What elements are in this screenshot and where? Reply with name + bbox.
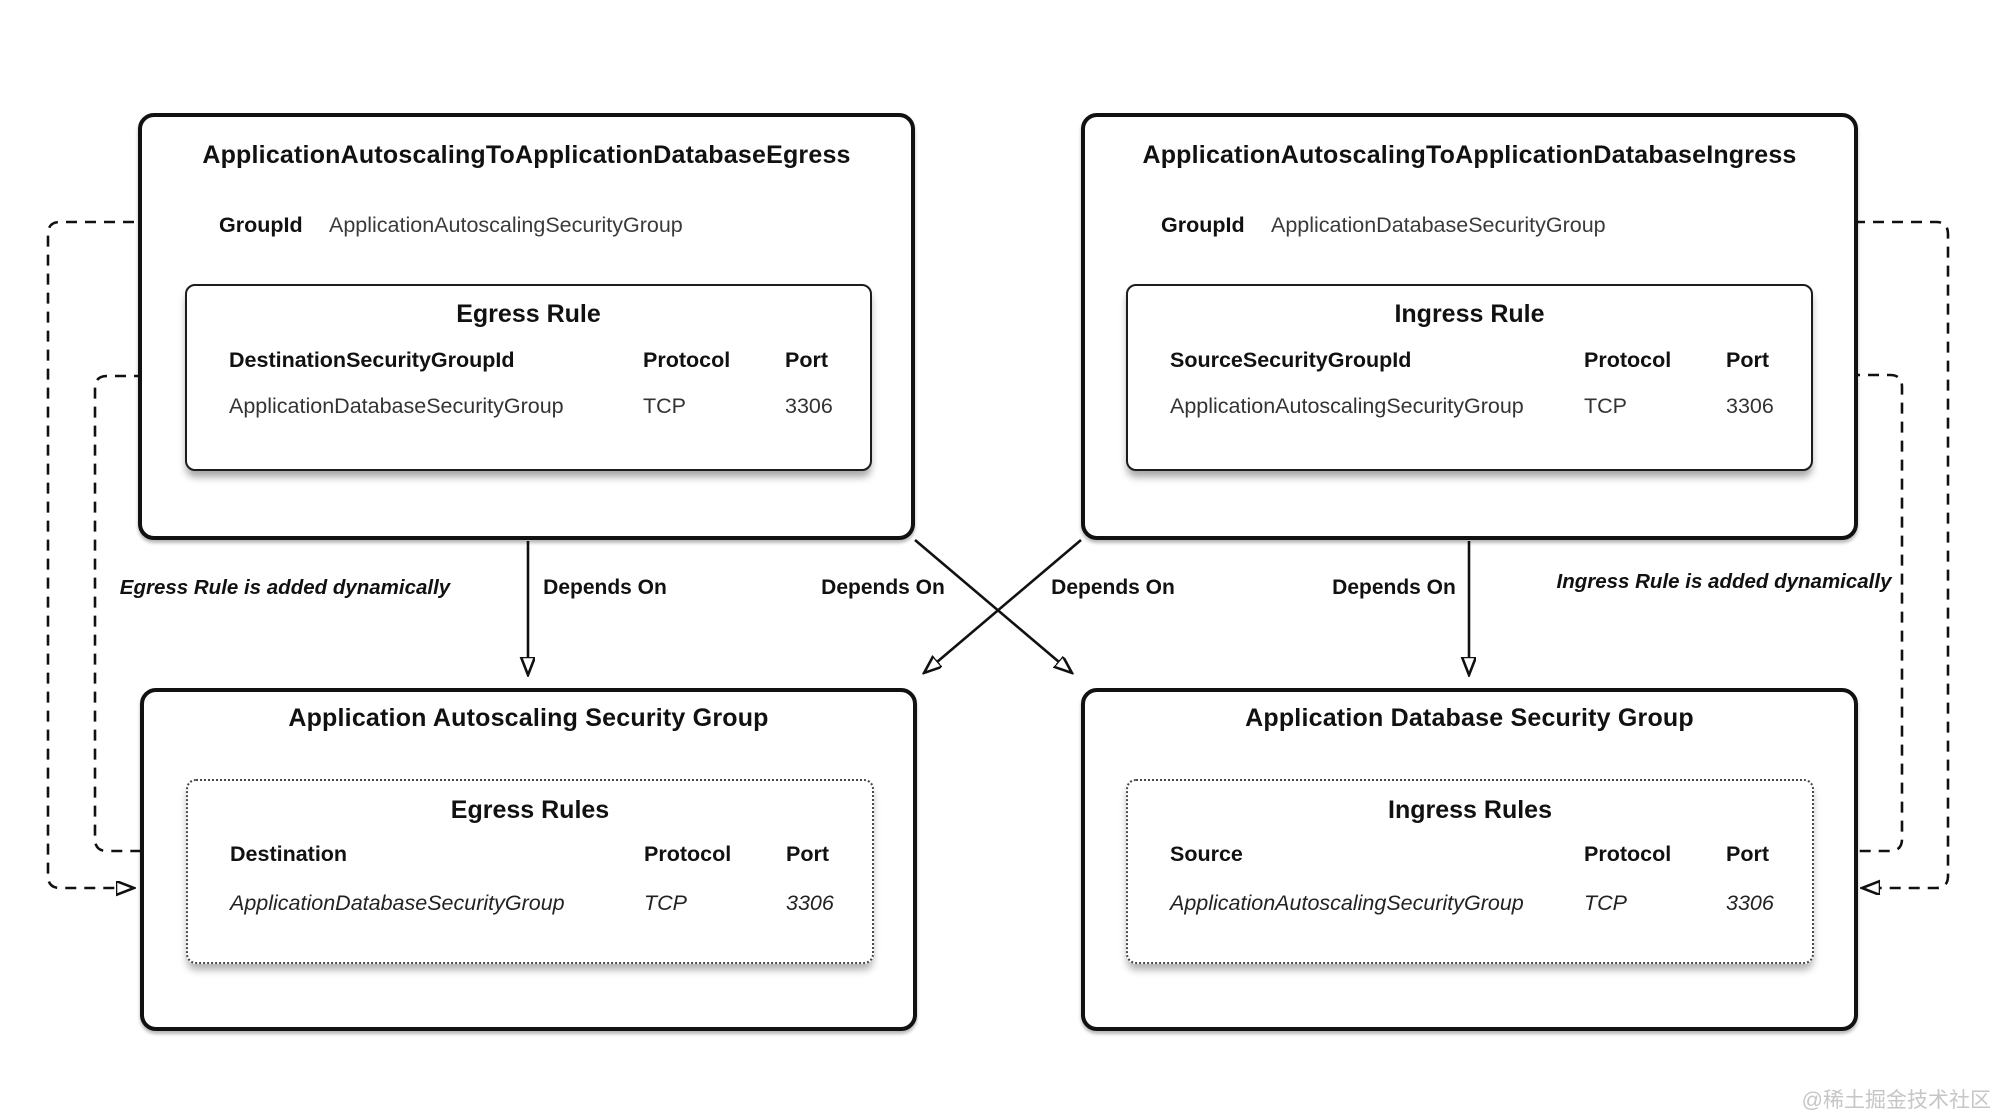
column-header-protocol: Protocol: [1584, 842, 1672, 866]
rule-value-port: 3306: [786, 891, 834, 915]
column-header-source-security-group-id: SourceSecurityGroupId: [1170, 348, 1412, 372]
groupid-link-right-dashed: [1645, 220, 1950, 888]
rule-value-protocol: TCP: [1584, 891, 1627, 915]
egress-rules-title: Egress Rules: [450, 796, 610, 824]
egress-rule-link-left-dashed: [93, 374, 183, 851]
rule-value-destination: ApplicationDatabaseSecurityGroup: [229, 394, 564, 418]
column-header-port: Port: [786, 842, 829, 866]
rule-value-protocol: TCP: [644, 891, 687, 915]
groupid-label: GroupId: [219, 213, 303, 237]
security-group-box-autoscaling: Application Autoscaling Security Group E…: [140, 688, 917, 1031]
ingress-rule-card: Ingress Rule SourceSecurityGroupId Proto…: [1126, 284, 1813, 471]
ingress-rule-link-right-dashed: [1811, 373, 1904, 851]
groupid-label: GroupId: [1161, 213, 1245, 237]
rule-value-port: 3306: [1726, 891, 1774, 915]
rule-value-destination: ApplicationDatabaseSecurityGroup: [230, 891, 565, 915]
groupid-value: ApplicationDatabaseSecurityGroup: [1271, 213, 1606, 237]
groupid-link-left-dashed: [46, 220, 210, 888]
depends-on-arrow-cross-right-to-left: [937, 539, 1082, 662]
column-header-protocol: Protocol: [644, 842, 732, 866]
ingress-rules-card: Ingress Rules Source Protocol Port Appli…: [1126, 779, 1814, 964]
ingress-dynamic-caption: Ingress Rule is added dynamically: [1556, 570, 1892, 593]
column-header-protocol: Protocol: [643, 348, 731, 372]
rule-value-protocol: TCP: [643, 394, 686, 418]
egress-rule-card: Egress Rule DestinationSecurityGroupId P…: [185, 284, 872, 471]
column-header-source: Source: [1170, 842, 1243, 866]
column-header-destination-security-group-id: DestinationSecurityGroupId: [229, 348, 515, 372]
rule-value-source: ApplicationAutoscalingSecurityGroup: [1170, 891, 1524, 915]
ingress-rules-title: Ingress Rules: [1388, 796, 1552, 824]
ingress-rule-title: Ingress Rule: [1394, 300, 1545, 328]
rule-value-port: 3306: [785, 394, 833, 418]
column-header-protocol: Protocol: [1584, 348, 1672, 372]
egress-rules-card: Egress Rules Destination Protocol Port A…: [186, 779, 874, 964]
egress-box-title: ApplicationAutoscalingToApplicationDatab…: [202, 141, 851, 169]
depends-on-label-2: Depends On: [821, 576, 945, 599]
rule-value-port: 3306: [1726, 394, 1774, 418]
depends-on-label-4: Depends On: [1332, 576, 1456, 599]
rule-value-source: ApplicationAutoscalingSecurityGroup: [1170, 394, 1524, 418]
resource-box-ingress: ApplicationAutoscalingToApplicationDatab…: [1081, 113, 1858, 540]
rule-value-protocol: TCP: [1584, 394, 1627, 418]
security-group-box-database: Application Database Security Group Ingr…: [1081, 688, 1858, 1031]
depends-on-arrow-cross-left-to-right: [914, 539, 1059, 662]
column-header-port: Port: [1726, 348, 1769, 372]
ingress-box-title: ApplicationAutoscalingToApplicationDatab…: [1142, 141, 1797, 169]
depends-on-label-1: Depends On: [543, 576, 667, 599]
database-group-title: Application Database Security Group: [1245, 704, 1694, 732]
column-header-port: Port: [785, 348, 828, 372]
column-header-destination: Destination: [230, 842, 348, 866]
column-header-port: Port: [1726, 842, 1769, 866]
autoscaling-group-title: Application Autoscaling Security Group: [288, 704, 769, 732]
watermark: @稀土掘金技术社区: [1801, 1089, 1991, 1112]
egress-dynamic-caption: Egress Rule is added dynamically: [119, 576, 451, 599]
resource-box-egress: ApplicationAutoscalingToApplicationDatab…: [138, 113, 915, 540]
groupid-value: ApplicationAutoscalingSecurityGroup: [329, 213, 683, 237]
egress-rule-title: Egress Rule: [456, 300, 601, 328]
depends-on-label-3: Depends On: [1051, 576, 1175, 599]
